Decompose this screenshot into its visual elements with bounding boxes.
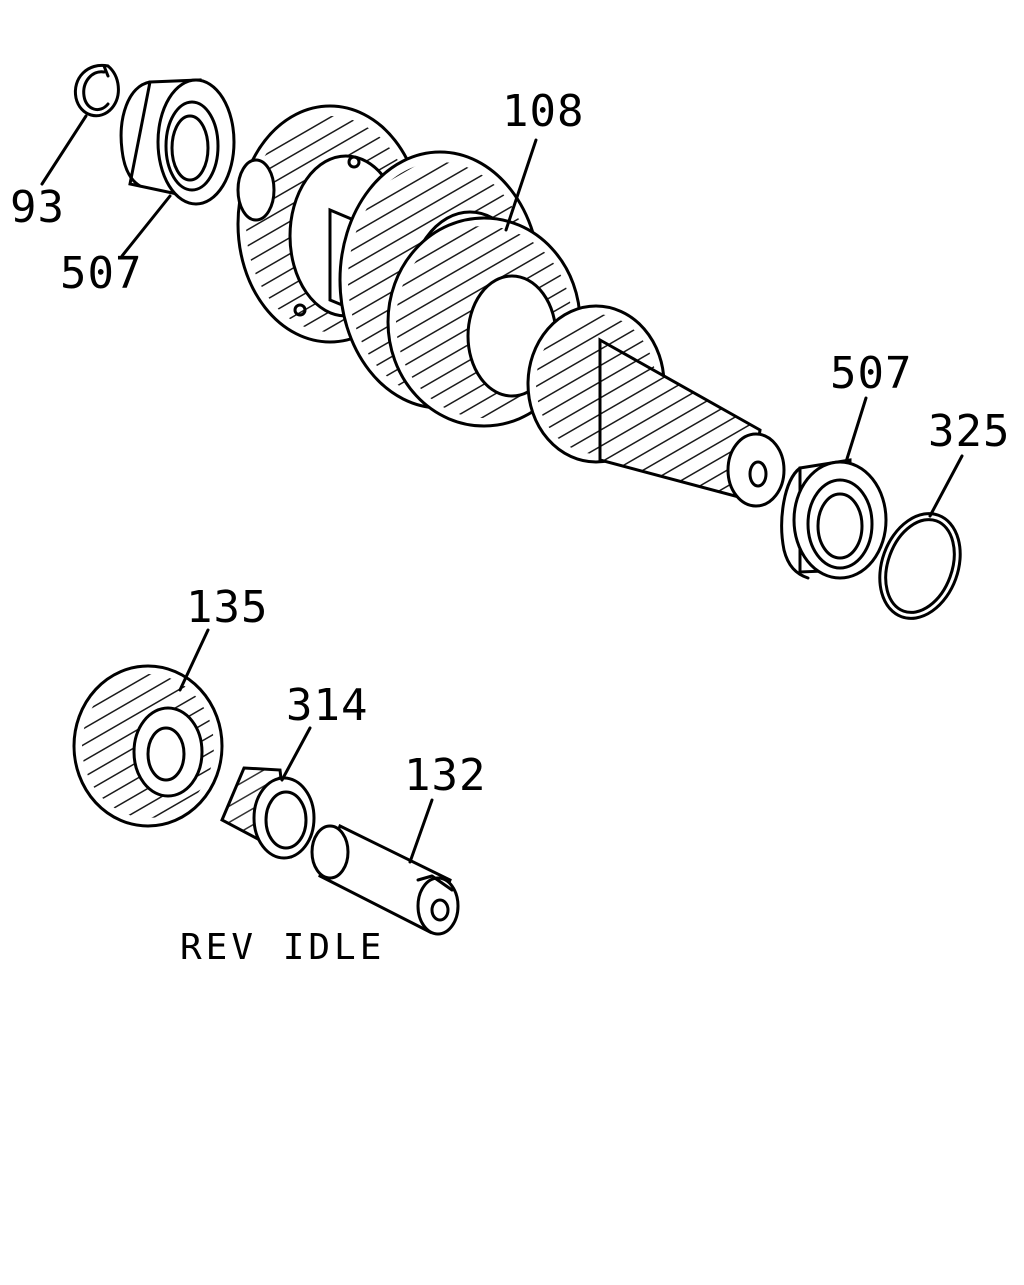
label-325: 325 xyxy=(928,406,1011,457)
bearing-507-right xyxy=(780,458,888,580)
needle-bearing-314 xyxy=(220,766,316,860)
label-314: 314 xyxy=(286,680,369,731)
caption-rev-idle: REV IDLE xyxy=(180,927,386,968)
gear-135 xyxy=(72,664,224,828)
snap-ring-93 xyxy=(73,63,120,118)
label-507-right: 507 xyxy=(830,348,913,399)
label-93: 93 xyxy=(10,182,65,233)
bearing-507-left xyxy=(119,78,236,206)
label-507-left: 507 xyxy=(60,248,143,299)
countershaft-108 xyxy=(236,104,786,508)
label-132: 132 xyxy=(404,750,487,801)
label-135: 135 xyxy=(186,582,269,633)
label-108: 108 xyxy=(502,86,585,137)
leader-lines xyxy=(40,114,964,864)
ring-325 xyxy=(878,512,962,620)
shaft-132 xyxy=(310,823,460,936)
